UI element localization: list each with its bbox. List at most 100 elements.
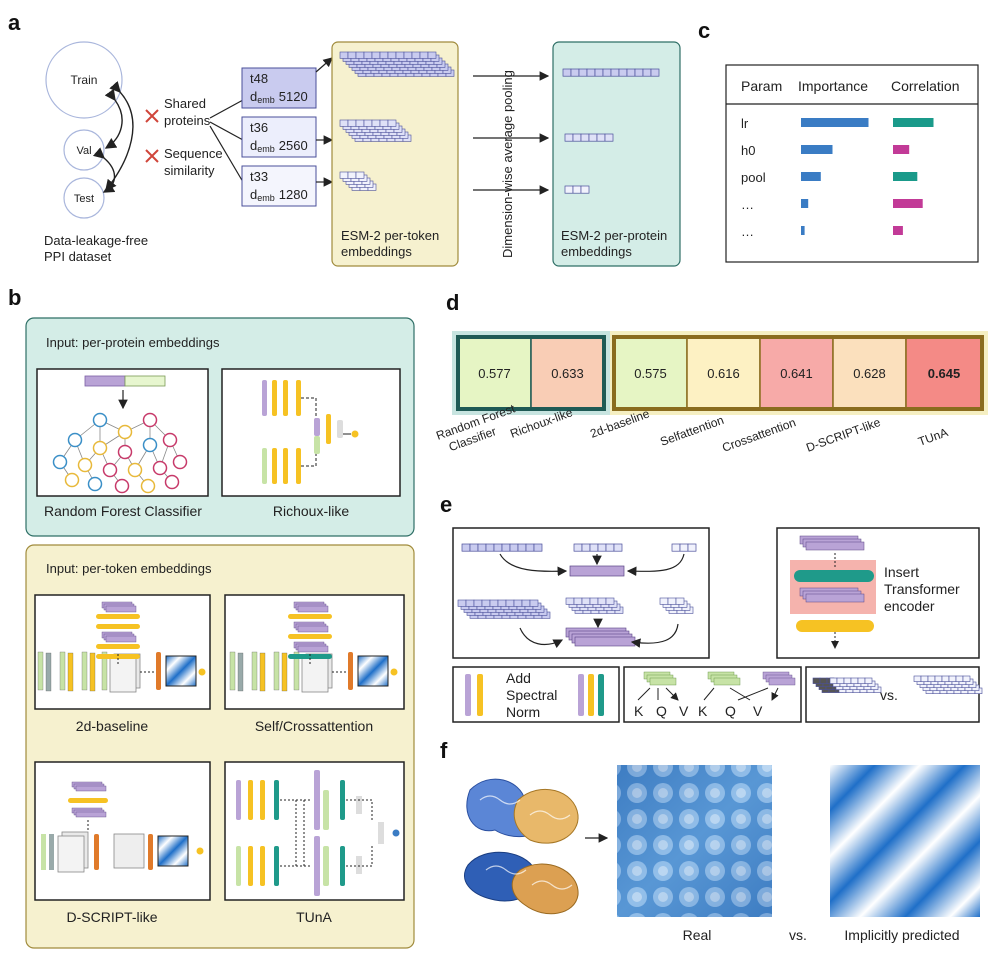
- tree-node: [162, 432, 178, 448]
- connector-line: [209, 99, 244, 119]
- token-cell: [596, 133, 606, 142]
- panel-label-a: a: [8, 10, 21, 35]
- protein-structure-image: [463, 778, 579, 915]
- real-caption: Real: [683, 927, 712, 943]
- train-label: Train: [71, 73, 98, 87]
- token-cell: [589, 543, 599, 552]
- token-cell: [962, 675, 971, 682]
- tree-node: [140, 478, 156, 494]
- train-circle: [45, 41, 123, 119]
- spectral-diagram: [465, 674, 604, 716]
- score-value: 0.628: [853, 366, 886, 381]
- per-protein-panel: [552, 41, 681, 267]
- score-value: 0.577: [478, 366, 511, 381]
- token-cell: [481, 599, 491, 607]
- layer-bar: [260, 846, 265, 886]
- token-cell: [347, 119, 357, 127]
- output-dot: [351, 430, 359, 438]
- layer-bar: [314, 418, 320, 436]
- per-token-caption-1: ESM-2 per-token: [341, 228, 439, 243]
- dataset-caption-line1: Data-leakage-free: [44, 233, 148, 248]
- layer-bar: [297, 625, 329, 633]
- layer-bar: [260, 780, 265, 820]
- token-cell: [948, 675, 957, 682]
- per-token-score-frame: [612, 335, 984, 411]
- token-cell: [934, 675, 943, 682]
- token-cell: [473, 599, 483, 607]
- baseline-caption: 2d-baseline: [76, 718, 149, 734]
- kqv-label: V: [753, 703, 763, 719]
- token-cell: [578, 68, 588, 77]
- tree-node: [77, 457, 93, 473]
- token-cell: [570, 68, 580, 77]
- score-category: Crossattention: [720, 415, 797, 455]
- layer-bar: [578, 674, 584, 716]
- layer-bar: [337, 420, 343, 438]
- layer-bar: [274, 780, 279, 820]
- param-name: …: [741, 224, 754, 239]
- token-cell: [465, 599, 475, 607]
- token-cell: [850, 677, 859, 684]
- group2-title: Input: per-token embeddings: [46, 561, 212, 576]
- layer-bar: [323, 846, 329, 886]
- token-cell: [513, 599, 523, 607]
- token-cell: [812, 677, 821, 684]
- layer-bar: [272, 380, 277, 416]
- layer-bar: [105, 605, 137, 613]
- token-cell: [505, 599, 515, 607]
- importance-bar: [801, 199, 809, 208]
- importance-bar: [801, 145, 833, 154]
- merge-arrow: [499, 553, 568, 577]
- param-name: h0: [741, 143, 755, 158]
- layer-bar: [588, 674, 594, 716]
- group1-title: Input: per-protein embeddings: [46, 335, 220, 350]
- token-cell: [843, 677, 852, 684]
- attention-caption: Self/Crossattention: [255, 718, 373, 734]
- per-token-stacks: [339, 51, 455, 191]
- correlation-bar: [893, 172, 918, 181]
- layer-bar: [805, 593, 865, 603]
- vs-caption: vs.: [789, 927, 807, 943]
- token-cell: [509, 543, 519, 552]
- layer-bar: [236, 780, 241, 820]
- token-cell: [650, 68, 660, 77]
- tree-node: [102, 462, 118, 478]
- correlation-bar: [893, 118, 934, 127]
- token-cell: [562, 68, 572, 77]
- connector-line: [209, 121, 244, 141]
- layer-bar: [356, 856, 362, 874]
- layer-bar: [288, 654, 332, 659]
- baseline-architecture: [37, 601, 206, 693]
- token-cell: [602, 68, 612, 77]
- layer-bar: [248, 846, 253, 886]
- connector-line: [209, 125, 244, 183]
- dscript-caption: D-SCRIPT-like: [66, 909, 157, 925]
- tree-node: [92, 440, 108, 456]
- layer-bar: [75, 811, 107, 818]
- importance-bar: [801, 226, 805, 235]
- layer-bar: [156, 652, 161, 690]
- dscript-box: [34, 761, 211, 901]
- layer-bar: [340, 780, 345, 820]
- layer-bar: [297, 605, 329, 613]
- kqv-arrows: [637, 687, 678, 700]
- token-cell: [604, 133, 614, 142]
- model-name: t36: [250, 120, 268, 135]
- layer-bar: [340, 846, 345, 886]
- token-cell: [586, 68, 596, 77]
- fused-embedding: [574, 636, 636, 647]
- token-cell: [339, 51, 349, 59]
- richoux-box: [221, 368, 401, 497]
- connector: [301, 397, 317, 467]
- transformer-diagram: [794, 535, 874, 649]
- pooling-label: Dimension-wise average pooling: [500, 70, 515, 258]
- layer-bar: [288, 614, 332, 619]
- test-label: Test: [74, 193, 94, 205]
- cross-icon: [145, 109, 159, 123]
- per-protein-score-frame: [456, 335, 606, 411]
- insert-line1: Insert: [884, 564, 919, 580]
- correlation-bar: [893, 145, 910, 154]
- layer-bar: [805, 541, 865, 551]
- token-cell: [493, 543, 503, 552]
